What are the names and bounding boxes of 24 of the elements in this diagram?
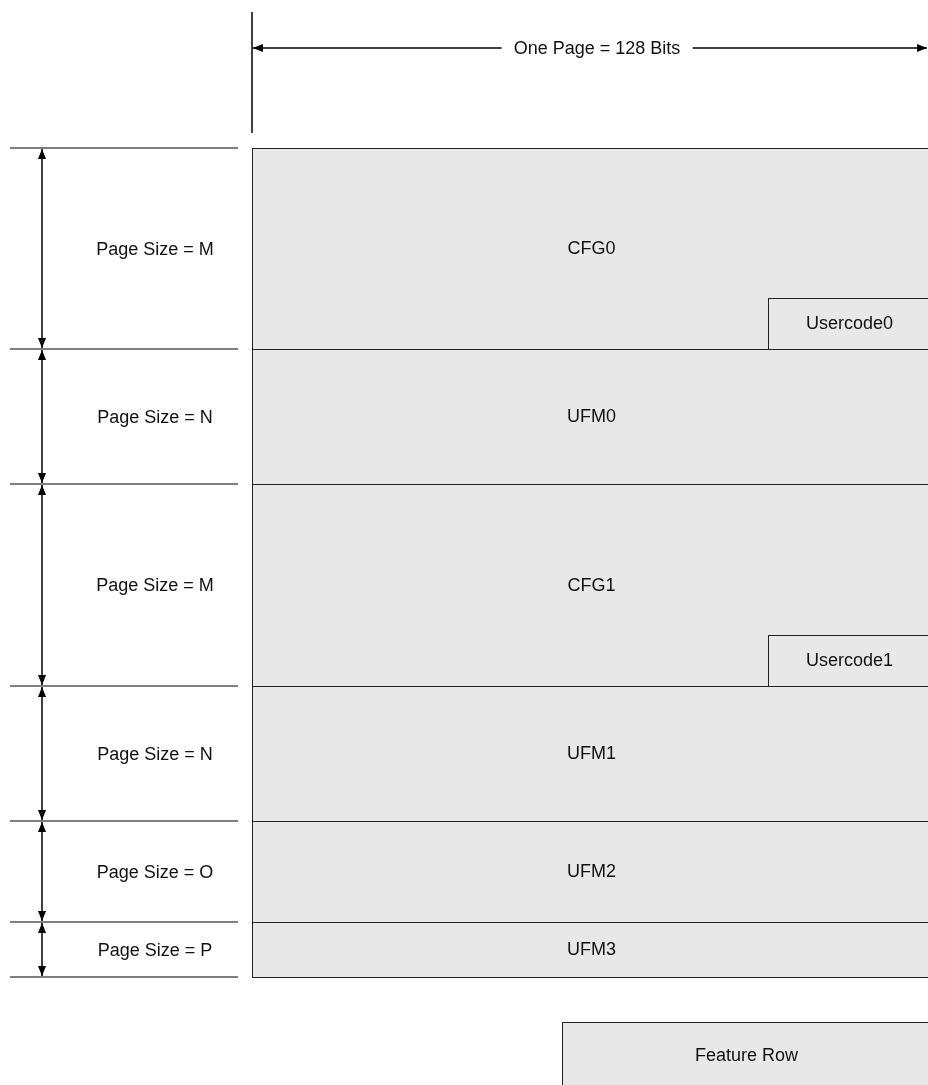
dimension-label: Page Size = M — [96, 238, 214, 259]
dimension-label: Page Size = N — [97, 406, 213, 427]
block-label: CFG1 — [566, 574, 617, 596]
dimension-label: Page Size = M — [96, 574, 214, 596]
memory-block — [252, 484, 928, 687]
usercode-block — [768, 298, 928, 351]
dimension-label: Page Size = O — [96, 861, 214, 882]
block-label: Usercode1 — [804, 649, 894, 671]
memory-block — [252, 349, 928, 485]
memory-block — [252, 686, 928, 822]
block-label: CFG0 — [566, 238, 617, 259]
memory-block — [252, 821, 928, 923]
block-label: Feature Row — [693, 1045, 799, 1066]
usercode-block — [768, 635, 928, 688]
dimension-label: Page Size = P — [97, 939, 213, 960]
block-label: UFM3 — [566, 939, 617, 960]
block-label: UFM0 — [566, 406, 617, 427]
memory-block — [252, 148, 928, 350]
memory-block — [252, 922, 928, 978]
memory-block — [562, 1022, 928, 1085]
block-label: UFM1 — [566, 743, 617, 764]
dimension-label: Page Size = N — [97, 743, 213, 764]
block-label: UFM2 — [566, 861, 617, 882]
block-label: Usercode0 — [804, 312, 894, 334]
